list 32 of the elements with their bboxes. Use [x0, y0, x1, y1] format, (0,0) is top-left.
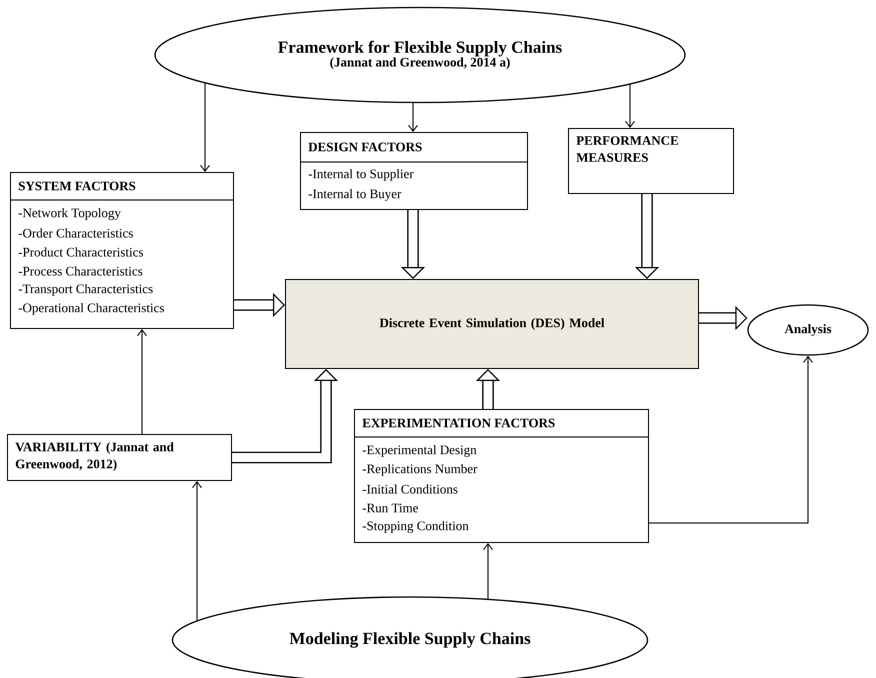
model-box: [285, 279, 699, 369]
arrow: [137, 329, 147, 434]
list-item: -Network Topology: [18, 208, 121, 220]
factor-box: [7, 434, 232, 481]
factor-box: [300, 132, 528, 210]
list-item: -Experimental Design: [362, 445, 476, 457]
list-item: -Run Time: [362, 504, 418, 512]
arrow: [625, 83, 635, 128]
arrow: [200, 82, 210, 172]
arrow: [648, 356, 813, 524]
list-item: -Transport Characteristics: [18, 284, 153, 296]
list-item: -Operational Characteristics: [18, 303, 164, 315]
arrow: [408, 102, 418, 132]
arrow: [192, 481, 202, 622]
list-item: -Order Characteristics: [18, 228, 133, 238]
box-text: VARIABILITY (Jannat and Greenwood, 2012): [15, 442, 174, 471]
box-text: PERFORMANCE MEASURES: [576, 136, 678, 162]
list-item: -Internal to Buyer: [308, 189, 402, 201]
arrow: [483, 543, 493, 600]
factor-box: [10, 172, 234, 329]
list-item: -Process Characteristics: [18, 266, 142, 276]
factor-box: [354, 409, 649, 543]
list-item: -Initial Conditions: [362, 484, 458, 494]
box-heading: EXPERIMENTATION FACTORS: [362, 418, 555, 428]
factor-box: [568, 128, 734, 194]
box-text: Discrete Event Simulation (DES) Model: [380, 318, 604, 330]
box-heading: DESIGN FACTORS: [308, 142, 422, 152]
list-item: -Stopping Condition: [362, 521, 469, 533]
list-item: -Internal to Supplier: [308, 169, 414, 181]
list-item: -Product Characteristics: [18, 247, 144, 257]
box-heading: SYSTEM FACTORS: [18, 182, 136, 190]
list-item: -Replications Number: [362, 464, 478, 476]
